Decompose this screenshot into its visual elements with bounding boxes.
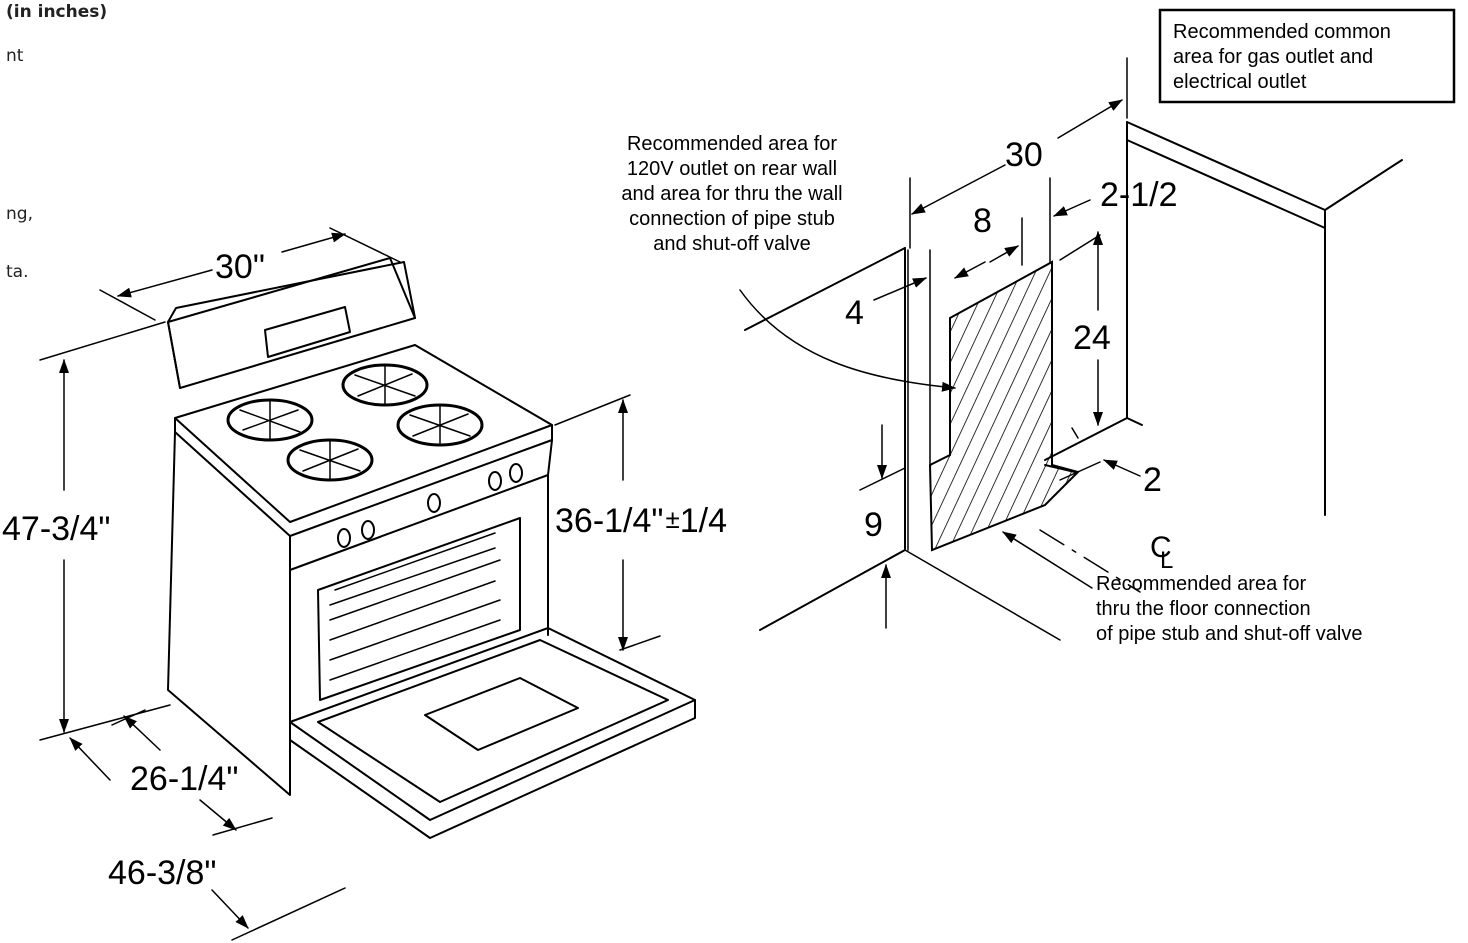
text-fragment: ng,: [6, 204, 33, 224]
common-area-note-line: Recommended common: [1173, 21, 1391, 43]
units-label: (in inches): [6, 2, 108, 22]
text-fragment: nt: [6, 46, 24, 66]
floor-area-note-line: of pipe stub and shut-off valve: [1096, 623, 1362, 645]
offset-left-label: 4: [845, 294, 864, 332]
wall-area-note-line: connection of pipe stub: [629, 208, 835, 230]
text-fragment: ta.: [6, 262, 29, 282]
floor-area-note-line: thru the floor connection: [1096, 598, 1311, 620]
outlet-area-hatch: [928, 260, 1080, 552]
wall-area-note-line: and shut-off valve: [653, 233, 811, 255]
wall-area-note-line: 120V outlet on rear wall: [627, 158, 837, 180]
wall-area-note-line: and area for thru the wall: [621, 183, 842, 205]
burner-grates: [226, 363, 484, 482]
wall-dimension-lines: [859, 99, 1141, 629]
range-depth-label: 26-1/4": [130, 760, 238, 798]
wall-height-label: 24: [1073, 319, 1111, 357]
range-depth-open-label: 46-3/8": [108, 854, 216, 892]
cooktop-tolerance: 1/4: [680, 502, 727, 540]
centerline-symbol-sub: L: [1160, 547, 1173, 574]
floor-offset-label: 9: [864, 506, 883, 544]
range-dimension-lines: [39, 227, 661, 941]
range-height-label: 47-3/4": [2, 510, 110, 548]
tolerance-sign: ±: [665, 504, 679, 534]
centerline-offset-label: 2: [1143, 461, 1162, 499]
wall-width-label: 30: [1005, 136, 1043, 174]
wall-area-note-line: Recommended area for: [627, 133, 837, 155]
wall-illustration: [739, 57, 1403, 641]
common-area-note-line: electrical outlet: [1173, 71, 1307, 93]
outlet-width-label: 8: [973, 202, 992, 240]
range-illustration: [167, 257, 696, 839]
common-area-note-line: area for gas outlet and: [1173, 46, 1373, 68]
common-area-box: [1158, 8, 1456, 104]
cooktop-height-label: 36-1/4"±1/4: [555, 502, 727, 540]
range-width-label: 30": [215, 248, 265, 286]
cooktop-height-value: 36-1/4": [555, 502, 663, 540]
floor-area-note-line: Recommended area for: [1096, 573, 1306, 595]
offset-right-label: 2-1/2: [1100, 176, 1178, 214]
centerline-symbol: C: [1150, 531, 1172, 564]
